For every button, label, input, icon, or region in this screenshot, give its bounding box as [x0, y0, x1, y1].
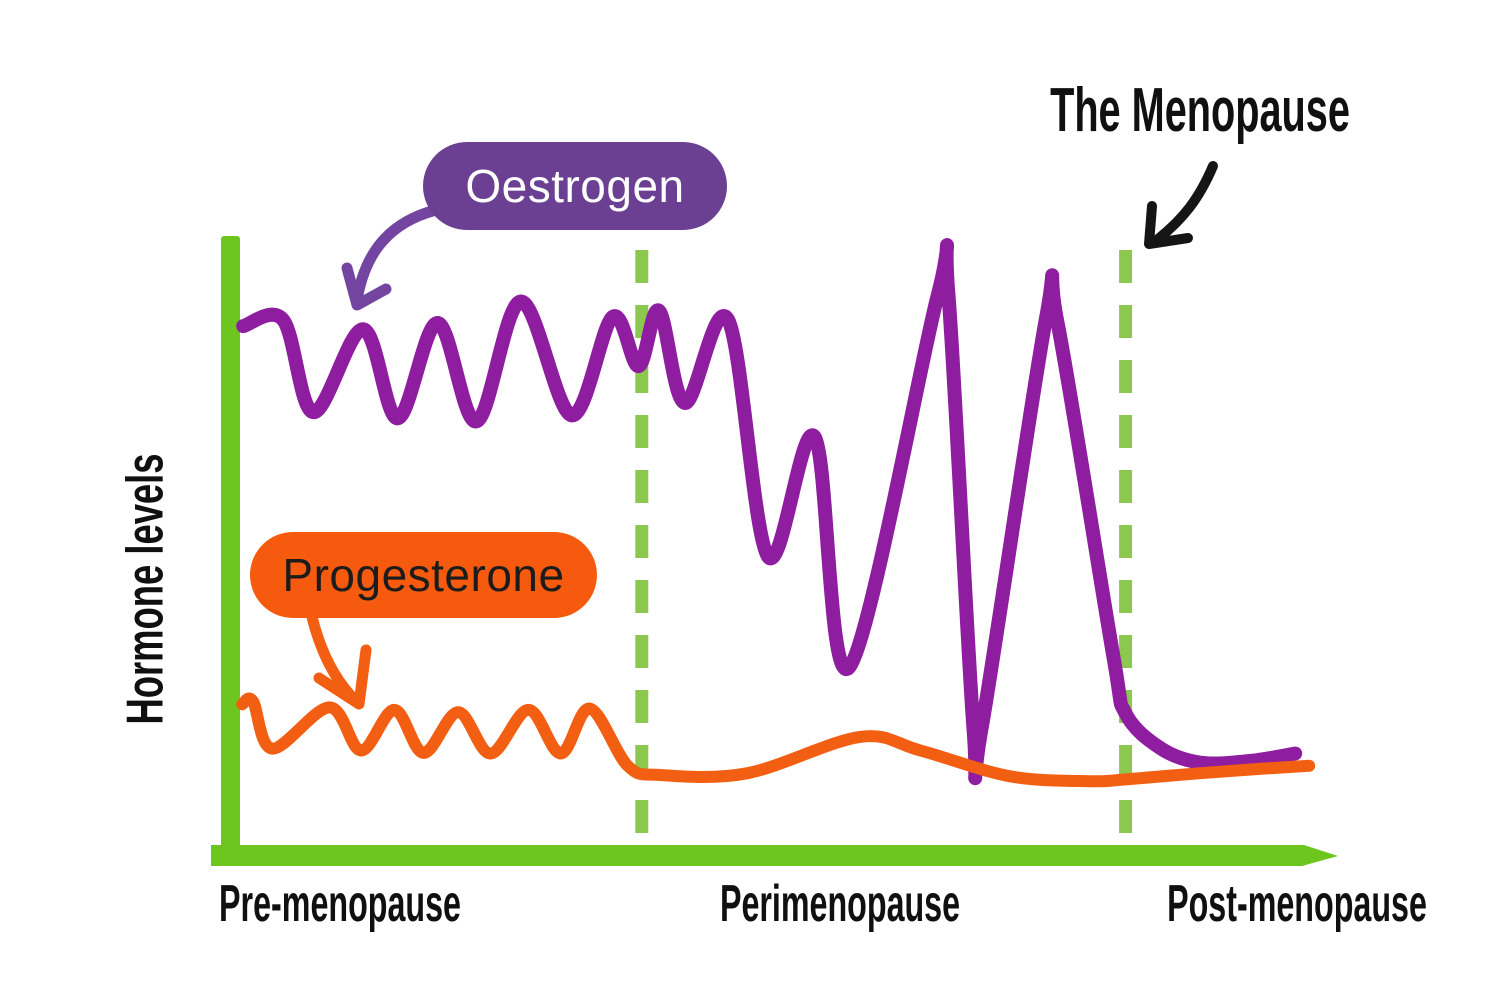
oestrogen-callout-arrow-icon — [341, 204, 442, 311]
progesterone-legend-label: Progesterone — [282, 549, 565, 601]
progesterone-callout-arrow-icon — [306, 611, 372, 710]
progesterone-curve — [236, 692, 1316, 788]
menopause-annotation-arrow-icon — [1144, 161, 1218, 249]
y-axis-line — [221, 236, 240, 860]
chart-title: The Menopause — [1050, 76, 1350, 145]
x-axis-line — [211, 845, 1338, 866]
x-axis-label-perimenopause: Perimenopause — [719, 875, 961, 933]
oestrogen-curve — [236, 238, 1303, 785]
oestrogen-legend-pill: Oestrogen — [423, 142, 727, 230]
progesterone-legend-pill: Progesterone — [250, 532, 597, 618]
x-axis-label-post-menopause: Post-menopause — [1167, 875, 1427, 933]
x-axis-label-pre-menopause: Pre-menopause — [219, 875, 461, 933]
y-axis-label: Hormone levels — [117, 453, 176, 725]
oestrogen-legend-label: Oestrogen — [465, 160, 685, 212]
